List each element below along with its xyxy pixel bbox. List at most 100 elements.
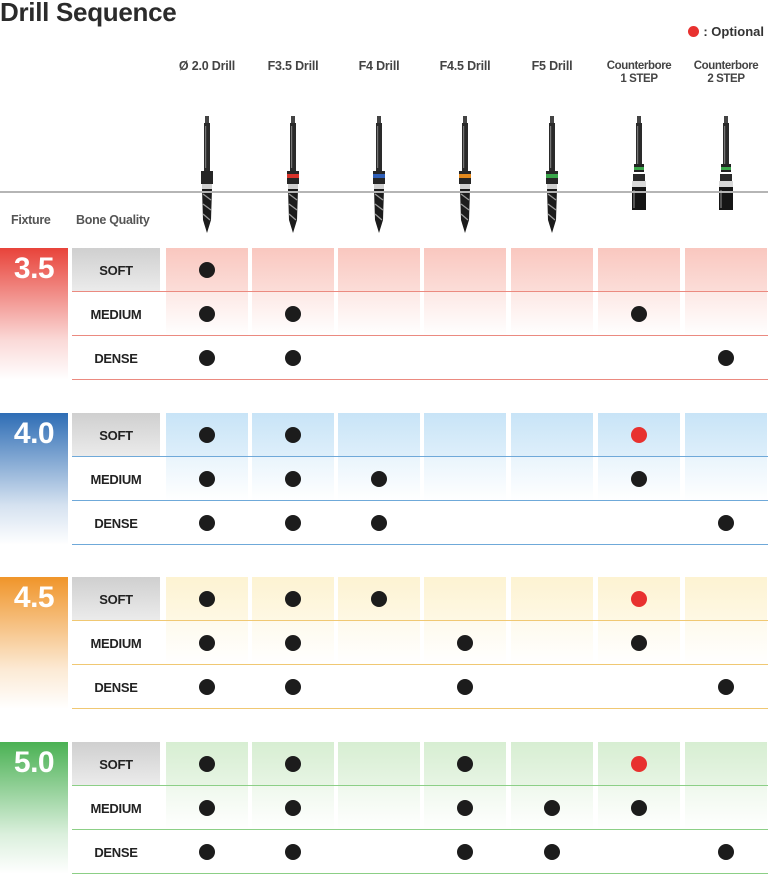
required-step-dot	[199, 756, 215, 772]
required-step-dot	[371, 471, 387, 487]
sequence-cell	[424, 501, 506, 545]
column-label-line1: F4.5 Drill	[439, 59, 491, 73]
required-step-dot	[199, 800, 215, 816]
sequence-cell	[598, 830, 680, 874]
sequence-cell	[166, 742, 248, 786]
sequence-cell	[252, 577, 334, 621]
column-label-line1: Counterbore	[693, 60, 759, 72]
required-step-dot	[199, 471, 215, 487]
sequence-cell	[338, 742, 420, 786]
required-step-dot	[371, 515, 387, 531]
optional-step-dot	[631, 591, 647, 607]
fixture-size: 3.5	[13, 252, 55, 285]
drill-1-icon	[201, 116, 213, 233]
sequence-cell	[252, 665, 334, 709]
sequence-cell	[424, 413, 506, 457]
column-label-line2: 2 STEP	[707, 73, 745, 85]
sequence-cell	[338, 457, 420, 501]
drill-6-icon	[632, 116, 646, 210]
sequence-cell	[252, 457, 334, 501]
required-step-dot	[199, 515, 215, 531]
required-step-dot	[718, 679, 734, 695]
bone-quality-cell: SOFT	[72, 577, 160, 621]
required-step-dot	[371, 591, 387, 607]
required-step-dot	[544, 844, 560, 860]
sequence-cell	[598, 501, 680, 545]
sequence-cell	[338, 786, 420, 830]
sequence-cell	[598, 248, 680, 292]
bone-quality-cell: DENSE	[94, 515, 138, 531]
fixture-header: Fixture	[11, 213, 51, 227]
required-step-dot	[457, 635, 473, 651]
row-divider	[72, 664, 768, 665]
sequence-cell	[685, 621, 767, 665]
bone-quality-cell: MEDIUM	[90, 471, 142, 487]
sequence-cell	[511, 501, 593, 545]
required-step-dot	[457, 679, 473, 695]
sequence-cell	[511, 742, 593, 786]
optional-step-dot	[631, 756, 647, 772]
sequence-cell	[511, 292, 593, 336]
required-step-dot	[285, 635, 301, 651]
row-divider	[72, 708, 768, 709]
sequence-cell	[166, 457, 248, 501]
sequence-cell	[685, 742, 767, 786]
sequence-cell	[598, 413, 680, 457]
required-step-dot	[718, 515, 734, 531]
sequence-cell	[424, 665, 506, 709]
sequence-cell	[685, 457, 767, 501]
row-divider	[72, 873, 768, 874]
sequence-cell	[511, 457, 593, 501]
sequence-cell	[511, 248, 593, 292]
required-step-dot	[199, 635, 215, 651]
required-step-dot	[457, 844, 473, 860]
sequence-cell	[166, 336, 248, 380]
sequence-cell	[598, 786, 680, 830]
row-divider	[72, 829, 768, 830]
sequence-cell	[166, 413, 248, 457]
sequence-cell	[685, 336, 767, 380]
sequence-cell	[424, 621, 506, 665]
row-divider	[72, 785, 768, 786]
sequence-cell	[511, 336, 593, 380]
required-step-dot	[457, 800, 473, 816]
sequence-cell	[338, 621, 420, 665]
sequence-cell	[252, 830, 334, 874]
required-step-dot	[631, 306, 647, 322]
sequence-cell	[166, 621, 248, 665]
fixture-3.5-badge: 3.5	[0, 248, 68, 380]
sequence-cell	[338, 830, 420, 874]
sequence-cell	[424, 336, 506, 380]
required-step-dot	[199, 427, 215, 443]
bone-quality-cell: DENSE	[94, 679, 138, 695]
column-label-5: F5 Drill	[507, 60, 597, 73]
sequence-cell	[685, 830, 767, 874]
optional-legend: : Optional	[688, 24, 764, 39]
page-title: Drill Sequence	[0, 0, 177, 27]
sequence-cell	[424, 742, 506, 786]
required-step-dot	[199, 306, 215, 322]
column-label-line1: Counterbore	[606, 60, 672, 72]
sequence-cell	[338, 292, 420, 336]
sequence-cell	[685, 248, 767, 292]
required-step-dot	[285, 350, 301, 366]
required-step-dot	[199, 591, 215, 607]
sequence-cell	[424, 457, 506, 501]
required-step-dot	[285, 756, 301, 772]
optional-dot-icon	[688, 26, 700, 37]
sequence-cell	[252, 621, 334, 665]
sequence-cell	[338, 248, 420, 292]
sequence-cell	[166, 292, 248, 336]
sequence-cell	[598, 665, 680, 709]
fixture-4.5-badge: 4.5	[0, 577, 68, 709]
sequence-cell	[252, 501, 334, 545]
required-step-dot	[285, 427, 301, 443]
sequence-cell	[511, 577, 593, 621]
sequence-cell	[338, 577, 420, 621]
drill-2-icon	[287, 116, 299, 233]
sequence-cell	[685, 665, 767, 709]
fixture-4.0-badge: 4.0	[0, 413, 68, 545]
sequence-cell	[338, 665, 420, 709]
sequence-cell	[598, 621, 680, 665]
